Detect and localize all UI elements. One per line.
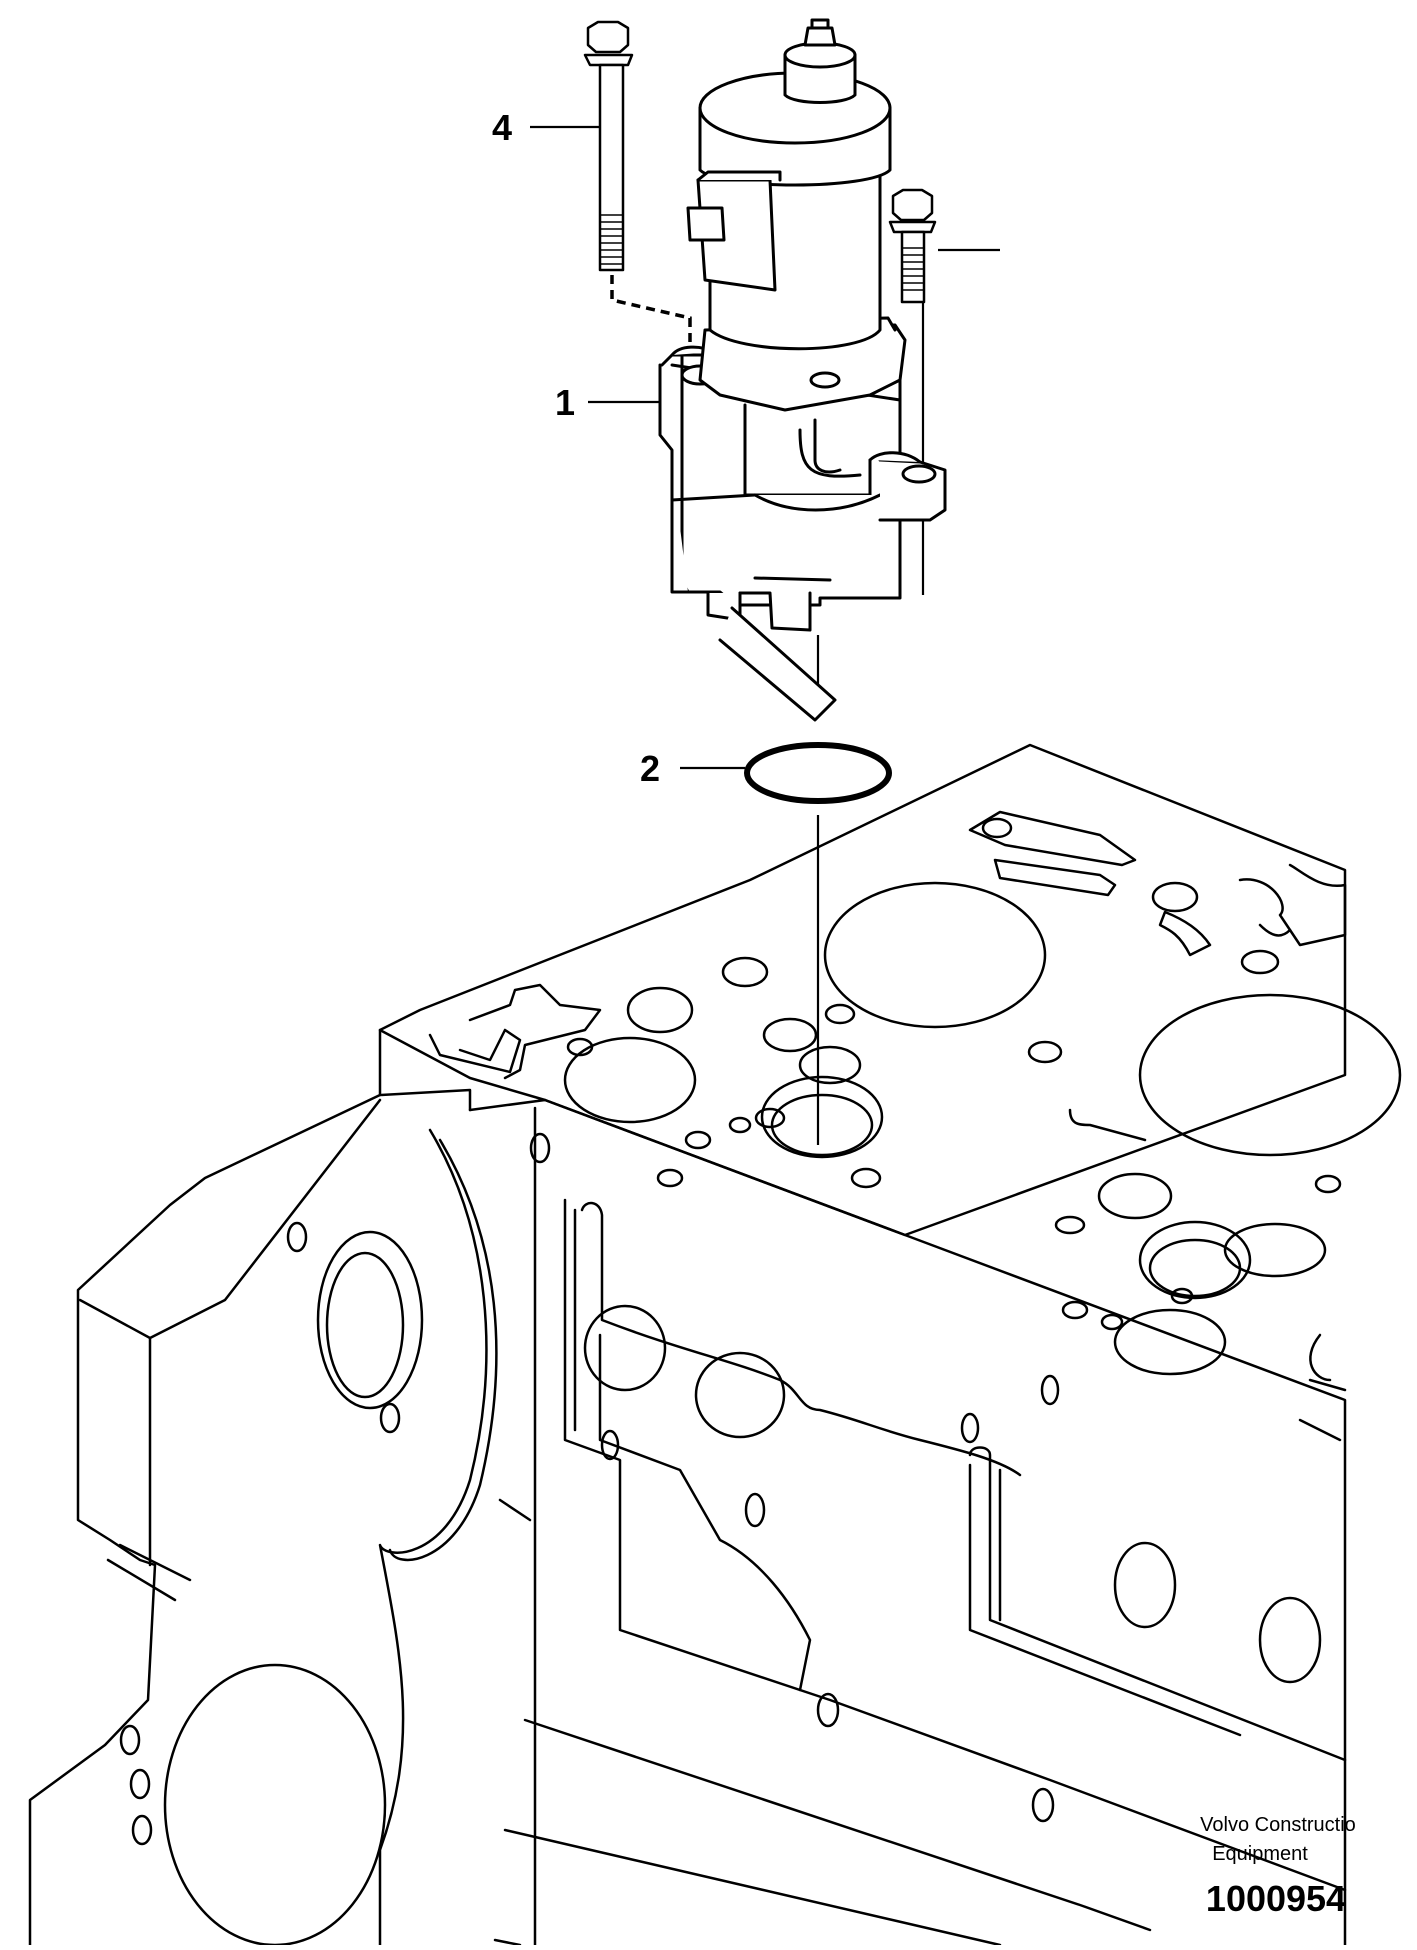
callout-leaders: [530, 125, 1000, 770]
bolt-long: [583, 20, 634, 272]
image-credit: Volvo Constructio Equipment 1000954: [1200, 1814, 1356, 1919]
callout-3: 4: [492, 107, 512, 148]
callout-labels: 4 1 2: [492, 107, 660, 789]
assembly-center-lines: [610, 275, 925, 1145]
bolt-short: [888, 188, 937, 304]
document-number: 1000954: [1206, 1878, 1346, 1919]
credit-line-2: Equipment: [1212, 1843, 1308, 1865]
callout-2: 2: [640, 748, 660, 789]
engine-block: [28, 743, 1402, 1947]
callout-1: 1: [555, 382, 575, 423]
o-ring: [744, 742, 892, 804]
fuel-shutoff-solenoid: [658, 18, 947, 722]
credit-line-1: Volvo Constructio: [1200, 1814, 1356, 1836]
